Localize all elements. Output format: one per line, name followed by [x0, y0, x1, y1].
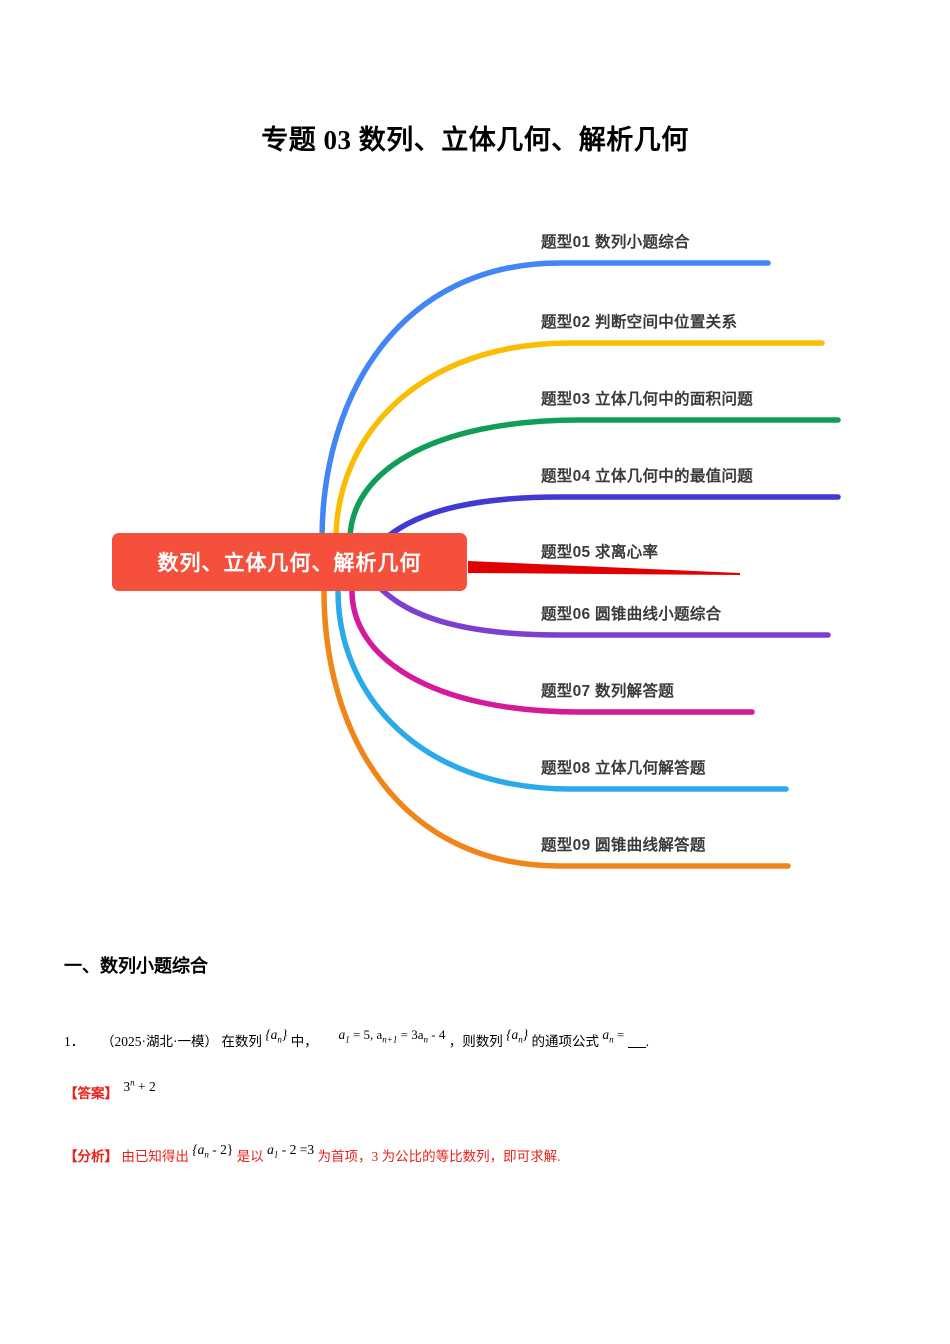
question-number: 1．	[64, 1034, 85, 1049]
question-sequence-notation: {an}	[265, 1027, 288, 1045]
question-text-c: ，则数列	[448, 1034, 503, 1049]
mindmap-root-label: 数列、立体几何、解析几何	[157, 552, 422, 575]
section-heading: 一、数列小题综合	[64, 956, 208, 976]
branch-connector-8	[335, 588, 789, 792]
analysis-first-term-formula: a1 - 2 =3	[267, 1142, 315, 1160]
analysis-brace-expression: {an - 2}	[192, 1142, 234, 1160]
branch-connector-9	[321, 588, 791, 869]
branch-connector-7	[349, 588, 755, 715]
mindmap-branch-label-6[interactable]: 题型06 圆锥曲线小题综合	[541, 606, 722, 623]
question-text-a: 在数列	[221, 1034, 262, 1049]
answer-row: 【答案】 3n + 2	[64, 1077, 156, 1102]
question-source: （2025·湖北·一模）	[101, 1034, 218, 1049]
analysis-row: 【分析】 由已知得出 {an - 2} 是以 a1 - 2 =3 为首项，3 为…	[64, 1142, 561, 1167]
question-text-d: 的通项公式	[531, 1034, 600, 1049]
branch-connector-5	[468, 561, 740, 575]
mindmap-branch-label-9[interactable]: 题型09 圆锥曲线解答题	[541, 837, 706, 854]
question-period: .	[645, 1034, 649, 1049]
analysis-tag: 【分析】	[64, 1149, 118, 1164]
question-answer-slot-formula: an =	[602, 1027, 625, 1045]
mindmap-branch-label-5[interactable]: 题型05 求离心率	[541, 544, 659, 561]
analysis-part-2: 是以	[236, 1149, 264, 1164]
answer-tag: 【答案】	[64, 1086, 118, 1101]
question-text-b: 中，	[290, 1034, 318, 1049]
answer-value: 3n + 2	[123, 1077, 156, 1095]
mindmap-branch-label-1[interactable]: 题型01 数列小题综合	[541, 234, 690, 251]
analysis-part-3: 为首项，3 为公比的等比数列，即可求解.	[317, 1149, 561, 1164]
analysis-part-1: 由已知得出	[121, 1149, 189, 1164]
mindmap-branch-label-3[interactable]: 题型03 立体几何中的面积问题	[541, 391, 754, 408]
mindmap-root-node[interactable]: 数列、立体几何、解析几何	[112, 533, 467, 591]
mindmap-branch-label-2[interactable]: 题型02 判断空间中位置关系	[541, 314, 738, 331]
answer-blank	[627, 1047, 646, 1048]
question-line: 1． （2025·湖北·一模） 在数列 {an} 中， a1 = 5, an+1…	[64, 1027, 649, 1052]
question-sequence-notation-2: {an}	[506, 1027, 529, 1045]
branch-connector-1	[319, 260, 771, 543]
branch-connector-2	[333, 340, 825, 543]
mindmap-branch-label-4[interactable]: 题型04 立体几何中的最值问题	[541, 468, 754, 485]
mindmap-branch-label-7[interactable]: 题型07 数列解答题	[541, 683, 675, 700]
page-title: 专题 03 数列、立体几何、解析几何	[261, 125, 689, 155]
mindmap-branch-label-8[interactable]: 题型08 立体几何解答题	[541, 760, 706, 777]
branch-connector-3	[347, 417, 841, 543]
branch-connector-6	[377, 585, 831, 638]
question-recurrence-formula: a1 = 5, an+1 = 3an - 4	[338, 1027, 446, 1045]
mindmap-diagram: 数列、立体几何、解析几何 题型01 数列小题综合 题型02 判断空间中位置关系 …	[0, 195, 950, 915]
